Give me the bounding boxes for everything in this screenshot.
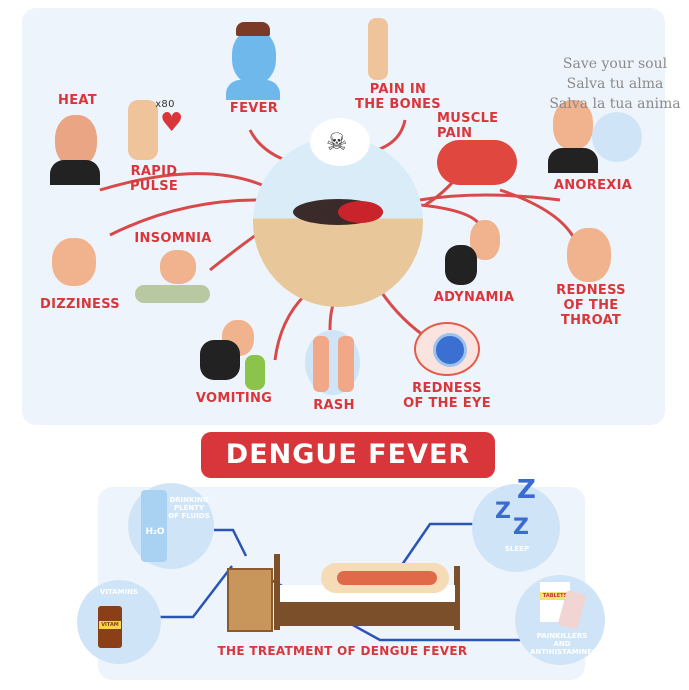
label-adynamia: ADYNAMIA (433, 290, 515, 305)
insomnia-person-icon (160, 250, 196, 284)
label-anorexia: ANOREXIA (553, 178, 633, 193)
bone-arm-icon (368, 18, 388, 80)
watermark-line-1: Save your soul (562, 56, 668, 72)
throat-person-icon (567, 228, 611, 282)
vitamin-bottle-label: VITAM (99, 621, 121, 629)
label-rash: RASH (313, 398, 355, 413)
title-banner: DENGUE FEVER (201, 432, 495, 478)
nightstand-icon (227, 568, 273, 632)
sleep-circle (472, 484, 560, 572)
vitamins-label: VITAMINS (99, 588, 139, 596)
bed-icon (275, 602, 460, 626)
skull-icon: ☠ (326, 128, 348, 156)
vomit-icon (245, 355, 265, 390)
tablets-label: TABLETS (540, 592, 570, 600)
label-redness-throat: REDNESS OF THE THROAT (556, 283, 626, 328)
painkillers-label: PAINKILLERS AND ANTIHISTAMINES (530, 632, 598, 656)
muscle-arm-icon (437, 140, 517, 185)
treatment-title: THE TREATMENT OF DENGUE FEVER (217, 644, 468, 658)
h2o-label: H₂O (145, 527, 165, 537)
label-muscle-pain: MUSCLE PAIN (437, 111, 499, 141)
z-letter: Z (513, 515, 529, 540)
label-heat: HEAT (58, 93, 97, 108)
label-redness-eye: REDNESS OF THE EYE (403, 381, 491, 411)
heat-person-icon (55, 115, 97, 167)
plate-icon (592, 112, 642, 162)
fluids-label: DRINKING PLENTY OF FLUIDS (168, 496, 210, 520)
hand-pulse-icon (128, 100, 158, 160)
watermark-line-3: Salva la tua anima (549, 96, 681, 112)
sleep-label: SLEEP (504, 545, 530, 553)
label-rapid-pulse: RAPID PULSE (129, 164, 179, 194)
z-letter: Z (517, 475, 536, 505)
heart-icon: ♥ (160, 108, 184, 138)
label-pain-bones: PAIN IN THE BONES (355, 82, 441, 112)
pillow-icon (135, 285, 210, 303)
anorexia-person-icon (553, 100, 593, 150)
label-insomnia: INSOMNIA (134, 231, 212, 246)
label-fever: FEVER (229, 101, 279, 116)
watermark-line-2: Salva tu alma (566, 76, 664, 92)
water-bottle-icon (141, 490, 167, 562)
fever-person-icon (232, 30, 276, 84)
z-letter: Z (495, 499, 511, 524)
label-vomiting: VOMITING (195, 391, 273, 406)
dizzy-person-icon (52, 238, 96, 286)
speech-bubble (310, 118, 370, 166)
label-pulse-count: x80 (155, 99, 175, 110)
label-dizziness: DIZZINESS (40, 297, 120, 312)
